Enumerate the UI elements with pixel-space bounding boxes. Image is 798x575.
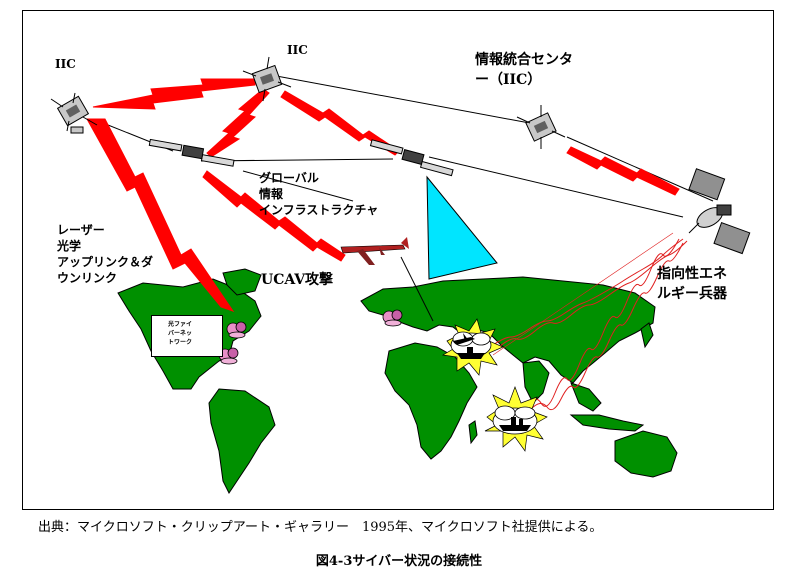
australia xyxy=(614,430,678,478)
satellite-iic-left-icon xyxy=(50,92,98,134)
cyber-connectivity-diagram xyxy=(50,56,751,494)
diagram-frame: IIC IIC 情報統合センタ ー（IIC） グローバル 情報 インフラストラク… xyxy=(22,10,774,510)
network-links xyxy=(92,74,714,218)
madagascar xyxy=(468,420,478,445)
label-global-info-line2: 情報 xyxy=(259,187,284,201)
label-iic-center: IIC xyxy=(287,43,308,57)
lightning-relay-global xyxy=(202,170,346,262)
ship-silhouettes xyxy=(457,347,531,431)
ucav-icon xyxy=(340,237,434,322)
label-laser-line4: ウンリンク xyxy=(57,271,118,285)
lightning-iic-iic xyxy=(92,78,256,110)
network-nodes xyxy=(218,309,403,365)
india xyxy=(522,360,550,404)
label-directed-energy-line1: 指向性エネ xyxy=(657,266,727,282)
figure-caption: 図4-3サイバー状況の接続性 xyxy=(315,554,483,569)
lightning-center-dish xyxy=(566,146,680,196)
indonesia xyxy=(569,414,645,432)
lightning-laser-link xyxy=(86,118,235,312)
node-usa xyxy=(218,347,239,365)
lightning-links xyxy=(86,78,680,312)
fiber-network-line2: バーネッ xyxy=(168,330,193,337)
label-laser-line3: アップリンク＆ダ xyxy=(57,255,154,269)
label-global-info-line1: グローバル xyxy=(259,171,319,185)
label-info-center-line2: ー（IIC） xyxy=(475,72,542,88)
relay-satellite-center-icon xyxy=(369,139,454,177)
japan xyxy=(640,322,654,349)
relay-satellite-left-icon xyxy=(148,138,235,167)
label-global-info-line3: インフラストラクチャ xyxy=(259,203,379,217)
label-iic-left: IIC xyxy=(55,57,76,71)
label-laser-line1: レーザー xyxy=(57,223,105,237)
world-map xyxy=(117,268,678,494)
lightning-relay-center xyxy=(280,90,400,156)
label-laser-line2: 光学 xyxy=(57,239,82,253)
source-note: 出典：マイクロソフト・クリップアート・ギャラリー 1995年、マイクロソフト社提… xyxy=(38,520,603,535)
aircraft xyxy=(453,333,475,345)
satellite-iic-center-icon xyxy=(242,56,292,102)
node-canada xyxy=(226,321,247,339)
satellite-info-center-icon xyxy=(516,105,566,149)
label-directed-energy-line2: ルギー兵器 xyxy=(657,286,727,302)
label-info-center-line1: 情報統合センタ xyxy=(475,52,573,68)
node-europe xyxy=(382,309,403,327)
fiber-network-box: 光ファイ バーネッ トワーク xyxy=(151,315,223,357)
fiber-network-line1: 光ファイ xyxy=(168,321,193,328)
southeast-asia xyxy=(570,382,602,412)
greenland xyxy=(222,268,262,296)
lightning-iic-relay xyxy=(206,88,270,158)
directed-energy-satellite-icon xyxy=(688,168,751,255)
info-pyramid xyxy=(426,175,498,280)
south-america xyxy=(208,388,276,494)
fiber-network-line3: トワーク xyxy=(168,339,193,346)
label-ucav: UCAV攻撃 xyxy=(261,272,334,288)
